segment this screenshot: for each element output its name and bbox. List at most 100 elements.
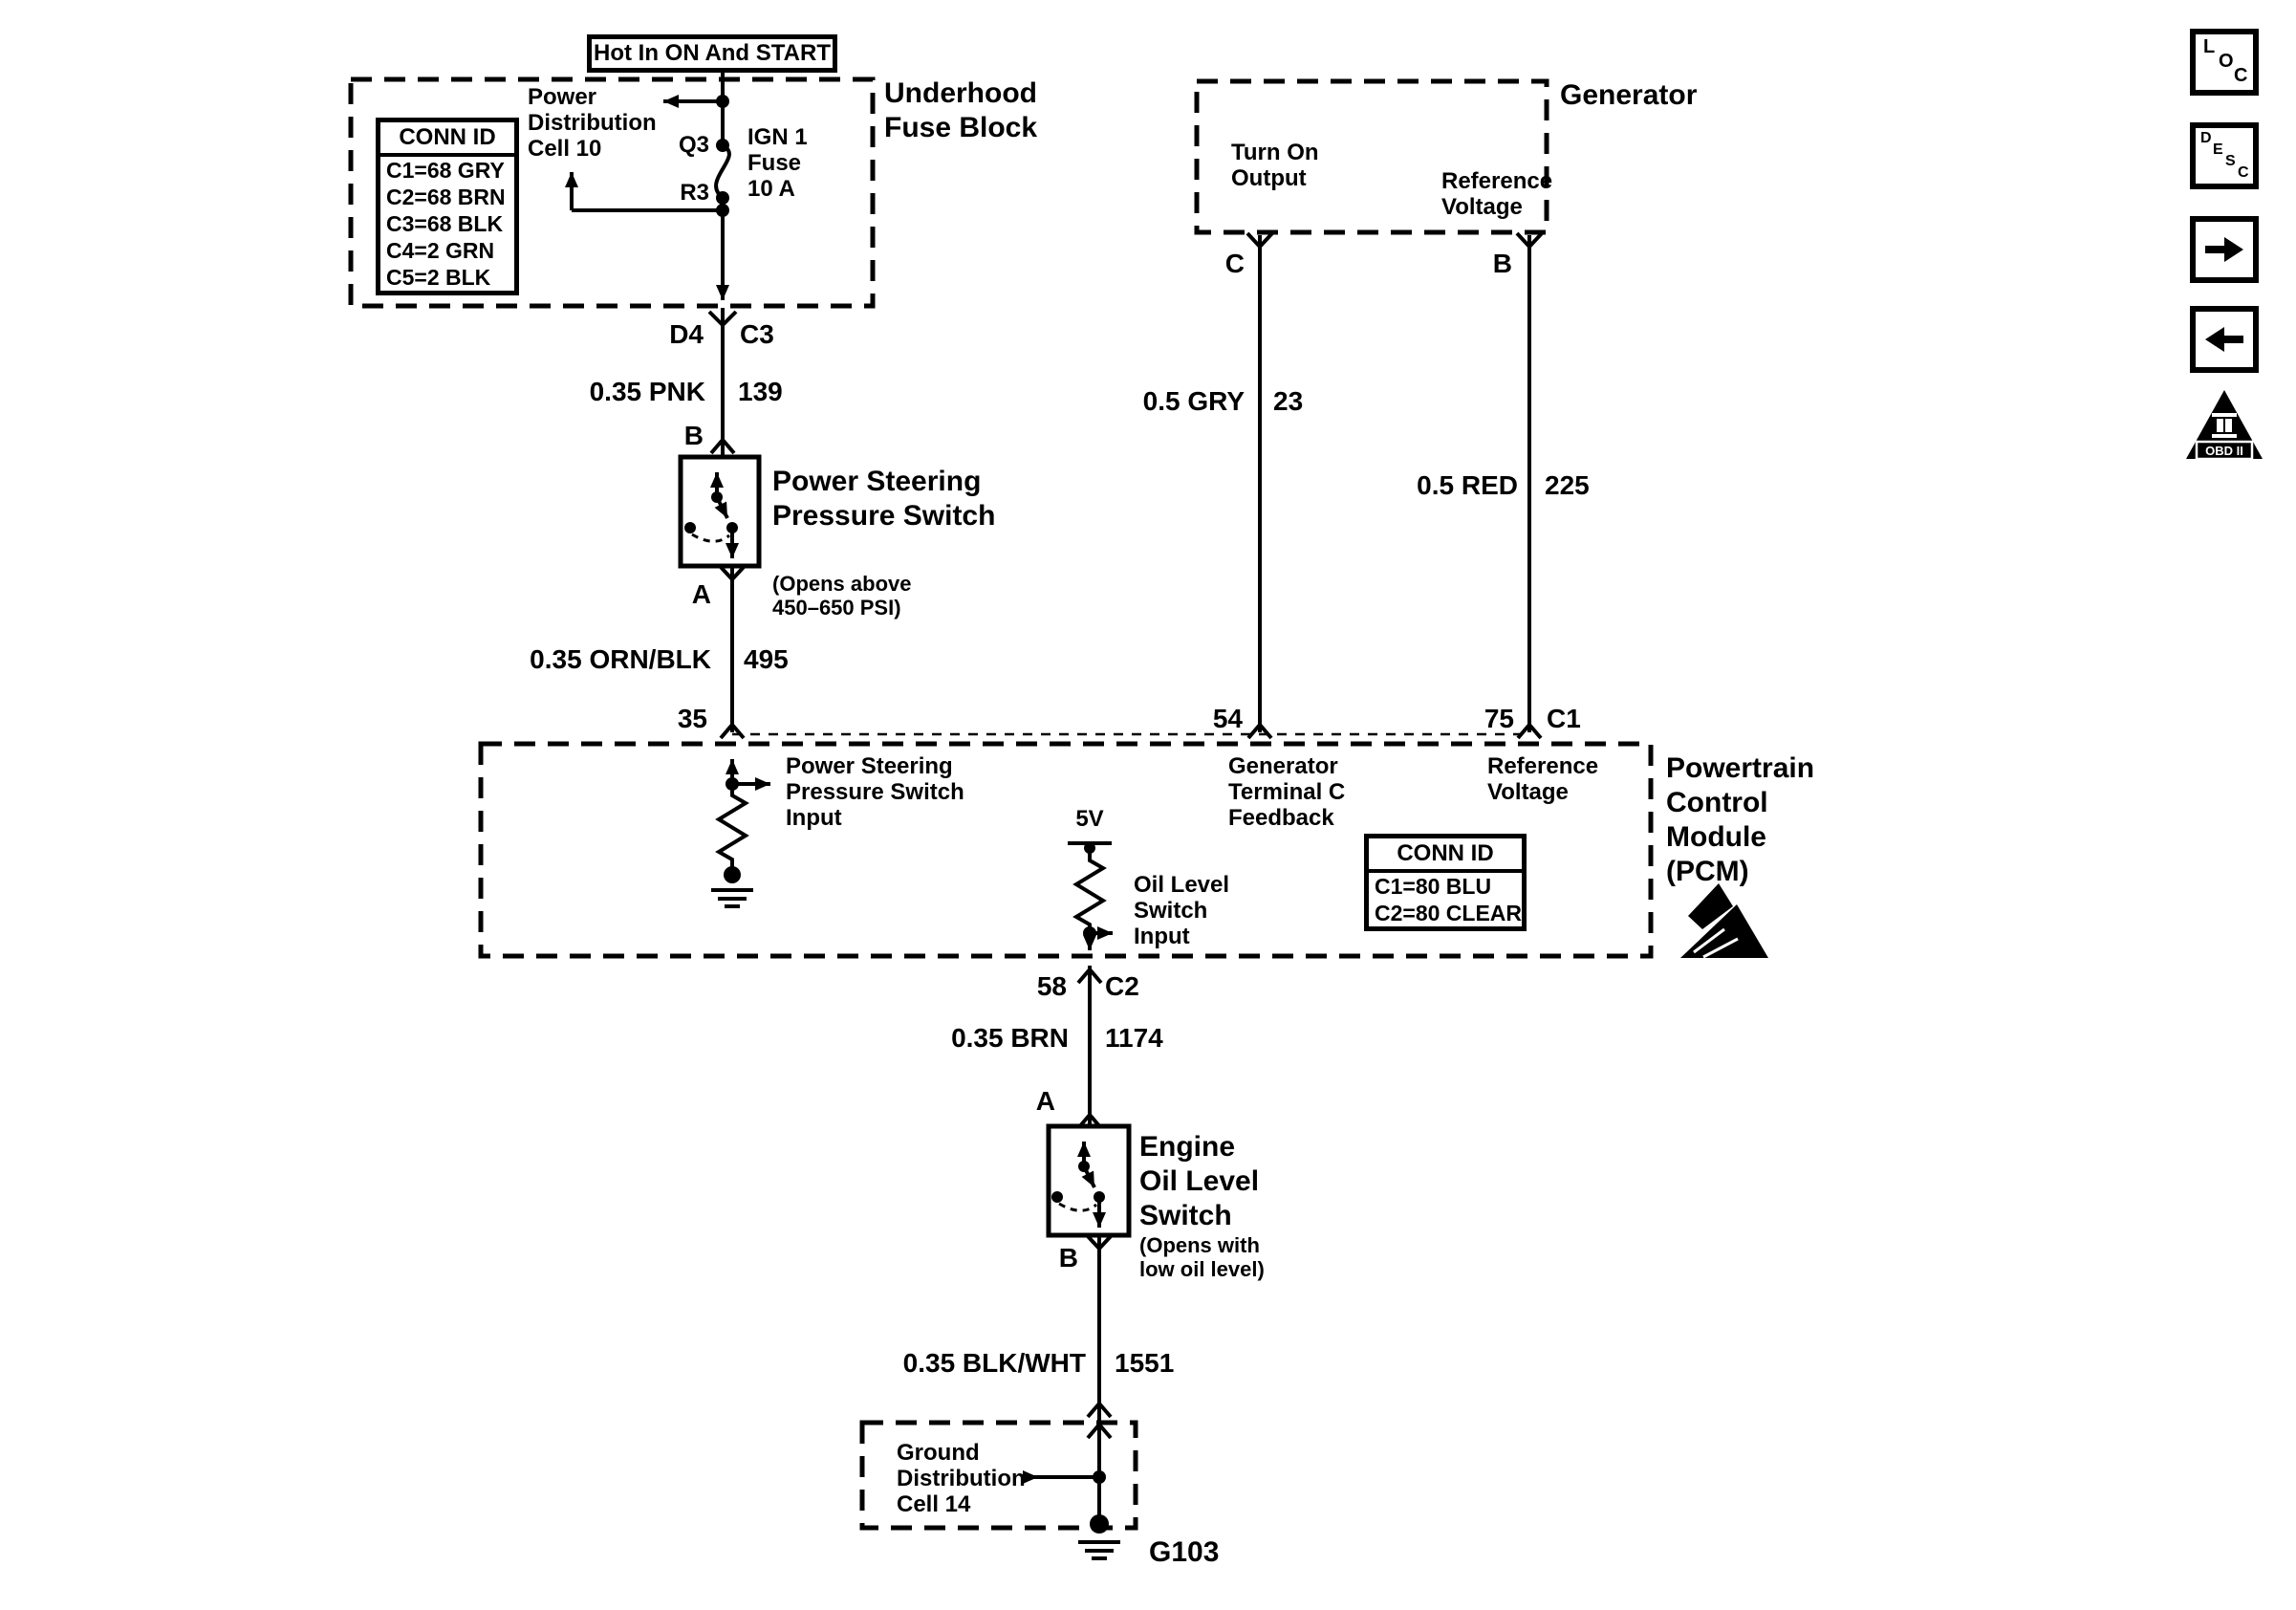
ps-switch-box xyxy=(678,454,762,569)
arrow-left-icon xyxy=(2205,327,2243,352)
pcm-title: Powertrain Control Module (PCM) xyxy=(1666,752,1815,887)
pcm-oil-input-circuit xyxy=(1068,841,1113,950)
generator-outline xyxy=(1194,78,1549,235)
conn-id-header: CONN ID xyxy=(380,122,514,157)
generator-ref-voltage-label: Reference Voltage xyxy=(1441,168,1553,220)
oil-switch-note: (Opens with low oil level) xyxy=(1139,1233,1265,1281)
obd2-label: OBD II xyxy=(2205,444,2243,458)
conn-id-row: C2=68 BRN xyxy=(386,185,506,209)
oil-terminal-a: A xyxy=(1035,1086,1055,1116)
pcm-outline xyxy=(478,741,1654,959)
fuse-pin-r3: R3 xyxy=(680,180,709,206)
desc-button[interactable]: D E S C xyxy=(2190,122,2259,189)
conn-id-row: C1=68 GRY xyxy=(386,158,505,183)
hot-in-on-start-tag: Hot In ON And START xyxy=(587,34,837,73)
conn-id-row: C4=2 GRN xyxy=(386,238,495,263)
oil-terminal-b: B xyxy=(1058,1243,1078,1273)
prev-page-button[interactable] xyxy=(2190,306,2259,373)
next-page-button[interactable] xyxy=(2190,216,2259,283)
pcm-ref-voltage-label: Reference Voltage xyxy=(1487,753,1599,805)
resistor-symbol xyxy=(715,784,749,867)
fuse-block-title: Underhood Fuse Block xyxy=(884,77,1038,143)
pcm-ps-input-label: Power Steering Pressure Switch Input xyxy=(786,753,964,831)
conn-id-row: C5=2 BLK xyxy=(386,265,491,290)
generator-terminal-b: B xyxy=(1492,249,1512,278)
pcm-pin-75: 75 xyxy=(1484,704,1514,733)
ignition-feed-circuit xyxy=(565,73,731,300)
conn-id-header: CONN ID xyxy=(1369,838,1522,873)
ps-terminal-a: A xyxy=(691,579,711,609)
loc-letter: O xyxy=(2219,51,2234,72)
oil-switch-symbol xyxy=(1051,1142,1106,1228)
pcm-ground-dot xyxy=(724,866,741,883)
wire-red-225 xyxy=(1515,231,1544,740)
wire-blkwht-circuit: 1551 xyxy=(1115,1348,1175,1378)
wire-pnk-circuit: 139 xyxy=(738,377,783,406)
wire-ornblk-label: 0.35 ORN/BLK xyxy=(530,644,711,674)
ign1-fuse-symbol xyxy=(714,143,731,200)
desc-letter: D xyxy=(2200,130,2212,146)
arrow-right-icon xyxy=(2205,237,2243,262)
fuse-pin-q3: Q3 xyxy=(678,132,709,158)
desc-letter: E xyxy=(2213,141,2223,158)
wire-brn-1174 xyxy=(1076,966,1103,1130)
generator-turn-on-label: Turn On Output xyxy=(1231,140,1319,191)
conn-id-row: C1=80 BLU xyxy=(1375,874,1492,899)
pcm-connector-c2: C2 xyxy=(1105,971,1139,1001)
connector-pcm-58-c2 xyxy=(1076,968,1103,985)
esd-sensitive-icon xyxy=(1680,883,1768,959)
connector-ground-in-bottom xyxy=(1086,1423,1113,1440)
ign1-fuse-label: IGN 1 Fuse 10 A xyxy=(747,124,808,202)
oil-switch-title: Engine Oil Level Switch xyxy=(1139,1131,1260,1231)
conn-id-row: C2=80 CLEAR xyxy=(1375,901,1523,925)
wire-gry-label: 0.5 GRY xyxy=(1142,386,1245,416)
connector-ps-a xyxy=(718,564,747,581)
connector-gen-c xyxy=(1245,231,1274,249)
pcm-conn-id-table: CONN ID C1=80 BLU C2=80 CLEAR xyxy=(1364,834,1527,931)
ground-id-g103: G103 xyxy=(1149,1536,1220,1568)
resistor-symbol xyxy=(1072,848,1107,933)
generator-title: Generator xyxy=(1560,79,1698,111)
wire-gry-circuit: 23 xyxy=(1273,386,1304,416)
wire-blkwht-label: 0.35 BLK/WHT xyxy=(902,1348,1086,1378)
ps-switch-note: (Opens above 450–650 PSI) xyxy=(772,572,912,620)
wire-pnk-label: 0.35 PNK xyxy=(589,377,705,406)
pin-d4: D4 xyxy=(669,319,704,349)
wire-pnk-139 xyxy=(707,308,738,457)
fuse-block-conn-id-table: CONN ID C1=68 GRY C2=68 BRN C3=68 BLK C4… xyxy=(376,118,519,295)
pcm-ground-bars xyxy=(711,888,753,908)
pcm-pin-54: 54 xyxy=(1212,704,1243,733)
pcm-connector-c1: C1 xyxy=(1547,704,1581,733)
wire-ornblk-circuit: 495 xyxy=(744,644,789,674)
connector-d4-c3 xyxy=(707,310,738,327)
pcm-gen-feedback-label: Generator Terminal C Feedback xyxy=(1228,753,1346,831)
ground-distribution-ref: Ground Distribution Cell 14 xyxy=(897,1440,1026,1517)
connector-pcm-75 xyxy=(1516,723,1543,740)
pcm-ps-input-circuit xyxy=(711,759,770,908)
generator-terminal-c: C xyxy=(1224,249,1245,278)
loc-letter: C xyxy=(2234,65,2248,86)
wire-red-circuit: 225 xyxy=(1545,470,1590,500)
pcm-oil-input-label: Oil Level Switch Input xyxy=(1134,872,1230,949)
fuse-block-outline xyxy=(348,76,876,309)
connector-gen-b xyxy=(1515,231,1544,249)
g103-ground-symbol xyxy=(1078,1514,1120,1560)
wire-orn-blk-495 xyxy=(718,564,747,740)
ps-switch-symbol xyxy=(684,472,739,558)
conn-id-row: C3=68 BLK xyxy=(386,211,504,236)
loc-button[interactable]: L O C xyxy=(2190,29,2259,96)
obd2-indicator: OBD II xyxy=(2184,386,2264,463)
pcm-pin-35: 35 xyxy=(677,704,707,733)
connector-oil-b xyxy=(1085,1233,1114,1251)
loc-letter: L xyxy=(2203,36,2216,57)
ps-terminal-b: B xyxy=(683,421,704,450)
pcm-5v-label: 5V xyxy=(1075,806,1104,832)
ground-ref-arrow xyxy=(1023,1470,1106,1484)
desc-letter: S xyxy=(2225,153,2236,169)
connector-pcm-35 xyxy=(719,723,746,740)
wire-red-label: 0.5 RED xyxy=(1417,470,1518,500)
power-distribution-ref: Power Distribution Cell 10 xyxy=(528,84,657,162)
wire-gry-23 xyxy=(1245,231,1274,740)
